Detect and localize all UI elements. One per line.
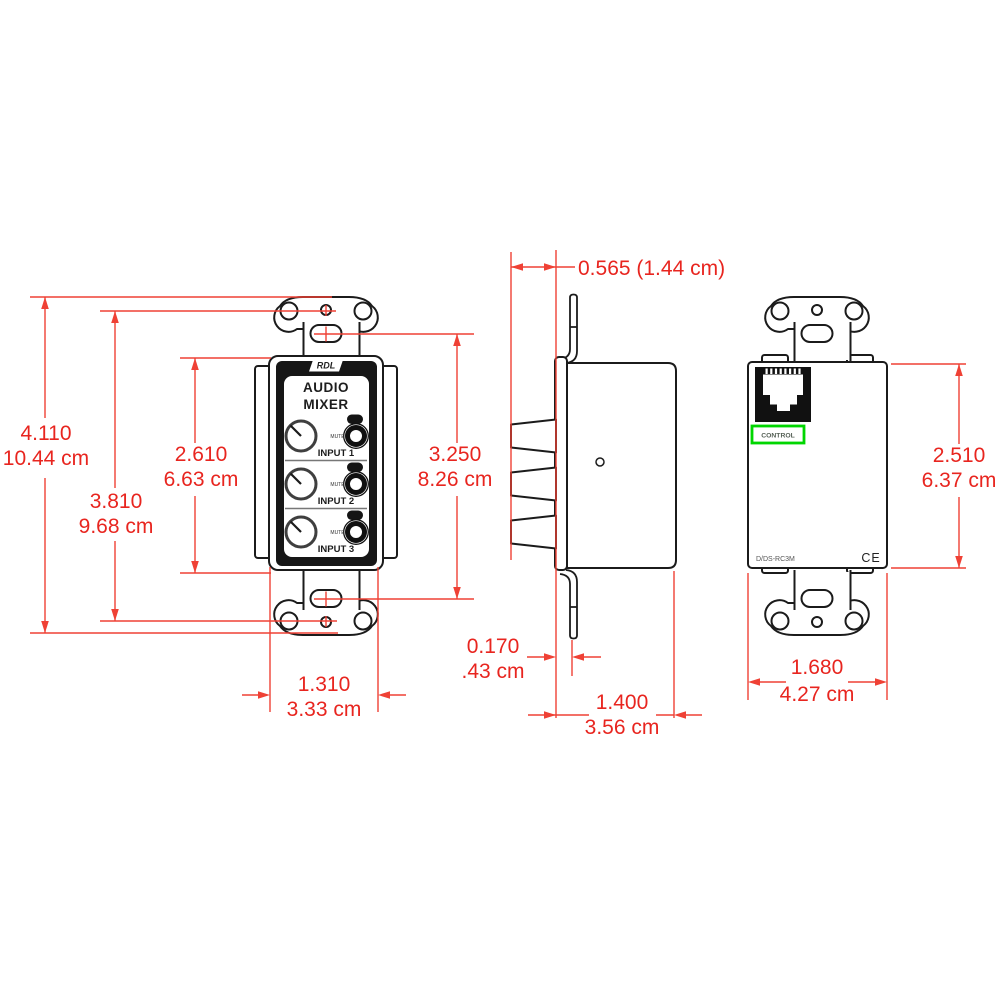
- dim-hole-spacing-in: 3.810: [90, 490, 143, 513]
- dim-mount-offset-in: 0.170: [467, 635, 520, 658]
- dim-insert-width-cm: 3.33 cm: [287, 698, 362, 721]
- model-label: D/DS-RC3M: [756, 556, 795, 563]
- mute-button-2: [345, 473, 367, 495]
- side-view: [510, 293, 677, 640]
- input-label-1: INPUT 1: [318, 448, 355, 459]
- side-chassis-hole: [595, 457, 605, 467]
- ext-rear-width: [747, 573, 888, 700]
- side-strap-tab-bottom: [559, 569, 578, 640]
- input-label-3: INPUT 3: [318, 544, 354, 555]
- dim-slot-spacing-in: 3.250: [429, 443, 482, 466]
- mute-button-1: [345, 425, 367, 447]
- control-label-frame: [750, 424, 806, 445]
- ce-mark: CE: [861, 551, 880, 565]
- dim-mount-offset-cm: .43 cm: [461, 660, 524, 683]
- mute-led-2: [347, 462, 363, 472]
- device-title-line1: AUDIO: [303, 380, 349, 395]
- knob-pointer-2: [289, 472, 302, 485]
- knob-pointer-1: [289, 424, 302, 437]
- mute-label-3: MUTE: [330, 530, 345, 536]
- dim-slot-spacing-cm: 8.26 cm: [418, 468, 493, 491]
- control-port-label: CONTROL: [761, 433, 795, 440]
- side-knob-shaft-3: [510, 514, 557, 550]
- brand-logo-tab: [309, 360, 343, 372]
- side-wallplate: [554, 356, 568, 571]
- dim-knob-protrusion: 0.565 (1.44 cm): [578, 257, 725, 280]
- rj45-latch-step1: [770, 395, 797, 405]
- side-body: [566, 362, 677, 569]
- dim-insert-height-in: 2.610: [175, 443, 228, 466]
- mute-label-2: MUTE: [330, 482, 345, 488]
- dim-hole-spacing-cm: 9.68 cm: [79, 515, 154, 538]
- dim-rear-height-cm: 6.37 cm: [922, 469, 997, 492]
- channel-3-controls: [284, 510, 369, 549]
- dimension-annotations: 4.110 10.44 cm 3.810 9.68 cm 2.610 6.63 …: [3, 250, 997, 739]
- ext-insert-width: [269, 567, 379, 712]
- dim-insert-height-cm: 6.63 cm: [164, 468, 239, 491]
- channel-divider-lines: [285, 459, 367, 510]
- dim-rear-height-in: 2.510: [933, 444, 986, 467]
- rj45-pins: [765, 368, 801, 374]
- input-label-2: INPUT 2: [318, 496, 354, 507]
- rj45-opening: [763, 374, 803, 395]
- mute-label-1: MUTE: [330, 434, 345, 440]
- device-title-line2: MIXER: [303, 397, 348, 412]
- mute-led-3: [347, 510, 363, 520]
- channel-2-controls: [284, 462, 369, 501]
- rj45-jack: [755, 367, 811, 422]
- rj45-latch-step2: [777, 404, 790, 411]
- dim-rear-width-in: 1.680: [791, 656, 844, 679]
- side-knob-shaft-1: [510, 418, 557, 454]
- knob-pointer-3: [289, 520, 302, 533]
- dim-body-depth-cm: 3.56 cm: [585, 716, 660, 739]
- dim-overall-height-in: 4.110: [21, 422, 72, 445]
- side-knob-shaft-2: [510, 466, 557, 502]
- dim-body-depth-in: 1.400: [596, 691, 649, 714]
- brand-logo: RDL: [317, 361, 336, 371]
- mute-button-3: [345, 521, 367, 543]
- dim-insert-width-in: 1.310: [298, 673, 351, 696]
- side-strap-tab-top: [559, 293, 578, 364]
- rear-view: CONTROL D/DS-RC3M CE: [747, 296, 888, 636]
- ext-rear-height: [891, 363, 966, 569]
- dim-rear-width-cm: 4.27 cm: [780, 683, 855, 706]
- mute-led-1: [347, 414, 363, 424]
- dim-overall-height-cm: 10.44 cm: [3, 447, 89, 470]
- rear-mounting-ear-top: [764, 296, 870, 363]
- rear-mounting-ear-bottom: [764, 569, 870, 636]
- dimension-arrowheads: [41, 263, 963, 719]
- front-view: RDL AUDIO MIXER MUTE MUTE MUTE INPUT 1 I…: [254, 296, 398, 636]
- channel-1-controls: [284, 414, 369, 453]
